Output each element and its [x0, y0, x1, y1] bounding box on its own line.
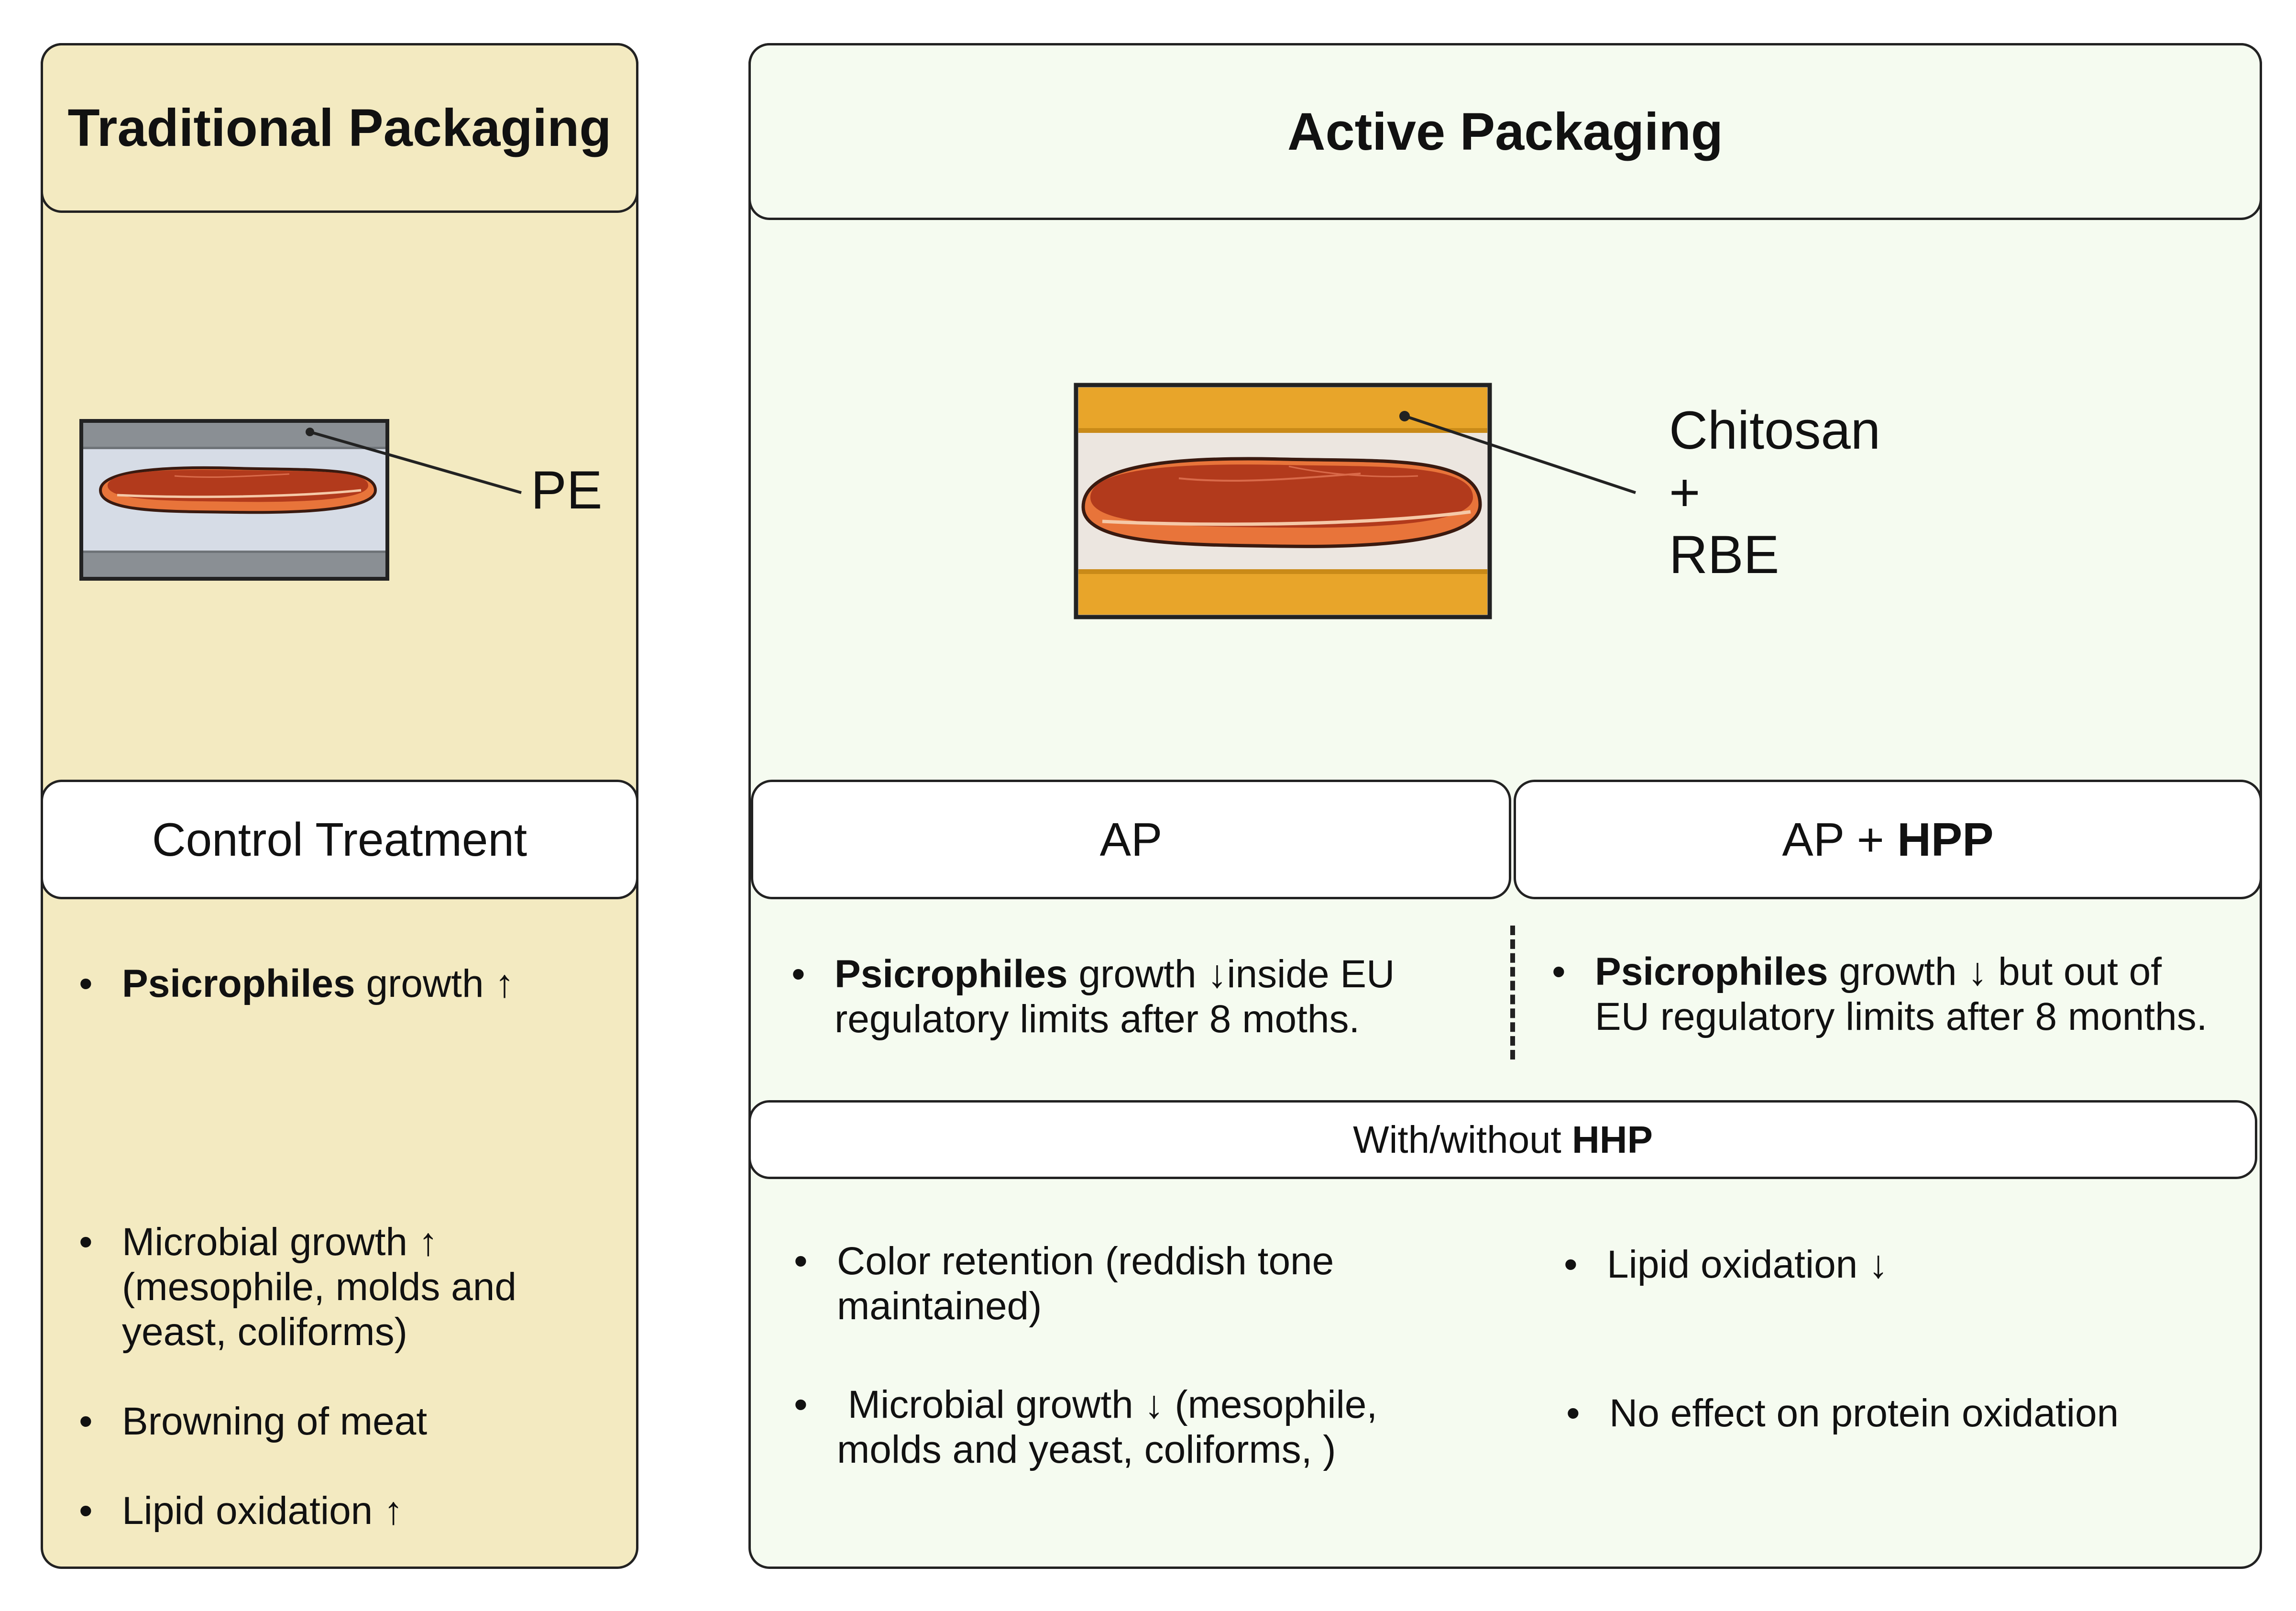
- ap-psicrophiles-rest: growth ↓inside EU: [1078, 952, 1395, 996]
- bullet-dot: •: [79, 1400, 93, 1443]
- ap-label: AP: [1099, 813, 1163, 866]
- microbial-line-3: yeast, coliforms): [122, 1310, 407, 1354]
- list-item-lipid-oxidation: • Lipid oxidation ↑: [79, 1489, 624, 1536]
- active-microbial-line-1: Microbial growth ↓ (mesophile,: [837, 1383, 1378, 1426]
- active-lipid-text: Lipid oxidation ↓: [1607, 1243, 1889, 1286]
- bullet-dot: •: [794, 1239, 808, 1283]
- chitosan-leader-line: [1405, 415, 1636, 494]
- list-item-color-retention: • Color retention (reddish tone maintain…: [794, 1239, 1487, 1335]
- ap-psicrophiles-bold: Psicrophiles: [835, 952, 1068, 996]
- bullet-dot: •: [79, 962, 93, 1005]
- rbe-line: RBE: [1669, 525, 1780, 585]
- color-retention-line-2: maintained): [837, 1284, 1042, 1328]
- browning-text: Browning of meat: [122, 1400, 428, 1443]
- psicrophiles-rest: growth ↑: [366, 962, 515, 1005]
- microbial-line-2: (mesophile, molds and: [122, 1265, 516, 1309]
- list-item-active-microbial-growth: • Microbial growth ↓ (mesophile, molds a…: [794, 1382, 1487, 1478]
- list-item-active-lipid-oxidation: • Lipid oxidation ↓: [1564, 1242, 2233, 1290]
- list-item-browning: • Browning of meat: [79, 1399, 624, 1447]
- bullet-dot: •: [791, 952, 805, 996]
- hhp-bar-plain: With/without: [1353, 1118, 1561, 1161]
- bullet-dot: •: [1566, 1391, 1580, 1435]
- with-without-hhp-bar: With/without HHP: [748, 1100, 2257, 1179]
- control-treatment-label: Control Treatment: [152, 813, 527, 866]
- color-retention-line-1: Color retention (reddish tone: [837, 1239, 1334, 1283]
- list-item-protein-oxidation: • No effect on protein oxidation: [1566, 1391, 2245, 1439]
- active-packaging-header: Active Packaging: [748, 43, 2262, 220]
- chitosan-rbe-label: Chitosan + RBE: [1669, 399, 1956, 591]
- bullet-dot: •: [79, 1220, 93, 1264]
- pe-packaged-meat-illustration: [79, 419, 389, 581]
- aphpp-psicrophiles-line-2: EU regulatory limits after 8 months.: [1595, 995, 2208, 1038]
- active-packaged-meat-illustration: [1074, 383, 1492, 619]
- list-item-microbial-growth: • Microbial growth ↑ (mesophile, molds a…: [79, 1220, 624, 1358]
- active-microbial-line-2: molds and yeast, coliforms, ): [837, 1428, 1336, 1471]
- lipid-oxidation-text: Lipid oxidation ↑: [122, 1489, 404, 1533]
- bullet-dot: •: [1552, 950, 1566, 993]
- ap-hpp-box: AP + HPP: [1514, 780, 2262, 899]
- ap-hpp-label-plain: AP +: [1782, 813, 1884, 866]
- control-treatment-box: Control Treatment: [41, 780, 638, 899]
- microbial-line-1: Microbial growth ↑: [122, 1220, 438, 1264]
- list-item-ap-psicrophiles: • Psicrophiles growth ↓inside EU regulat…: [791, 952, 1485, 1048]
- traditional-packaging-header: Traditional Packaging: [41, 43, 638, 213]
- protein-oxidation-text: No effect on protein oxidation: [1609, 1391, 2119, 1435]
- plus-line: +: [1669, 463, 1701, 522]
- bullet-dot: •: [794, 1383, 808, 1426]
- list-item-psicrophiles: • Psicrophiles growth ↑: [79, 961, 624, 1009]
- ap-box: AP: [751, 780, 1511, 899]
- ap-hpp-label-bold: HPP: [1897, 813, 1994, 866]
- pe-label: PE: [531, 460, 603, 520]
- aphpp-psicrophiles-bold: Psicrophiles: [1595, 950, 1828, 993]
- dashed-separator: [1510, 926, 1515, 1059]
- hhp-bar-bold: HHP: [1572, 1118, 1653, 1161]
- psicrophiles-bold: Psicrophiles: [122, 962, 355, 1005]
- bullet-dot: •: [79, 1489, 93, 1533]
- active-packaging-title: Active Packaging: [1287, 102, 1723, 161]
- list-item-aphpp-psicrophiles: • Psicrophiles growth ↓ but out of EU re…: [1552, 949, 2250, 1045]
- bullet-dot: •: [1564, 1243, 1578, 1286]
- pe-leader-line: [309, 430, 522, 494]
- chitosan-line: Chitosan: [1669, 400, 1881, 460]
- aphpp-psicrophiles-rest: growth ↓ but out of: [1839, 950, 2162, 993]
- ap-psicrophiles-line-2: regulatory limits after 8 moths.: [835, 997, 1360, 1041]
- traditional-packaging-title: Traditional Packaging: [67, 99, 612, 157]
